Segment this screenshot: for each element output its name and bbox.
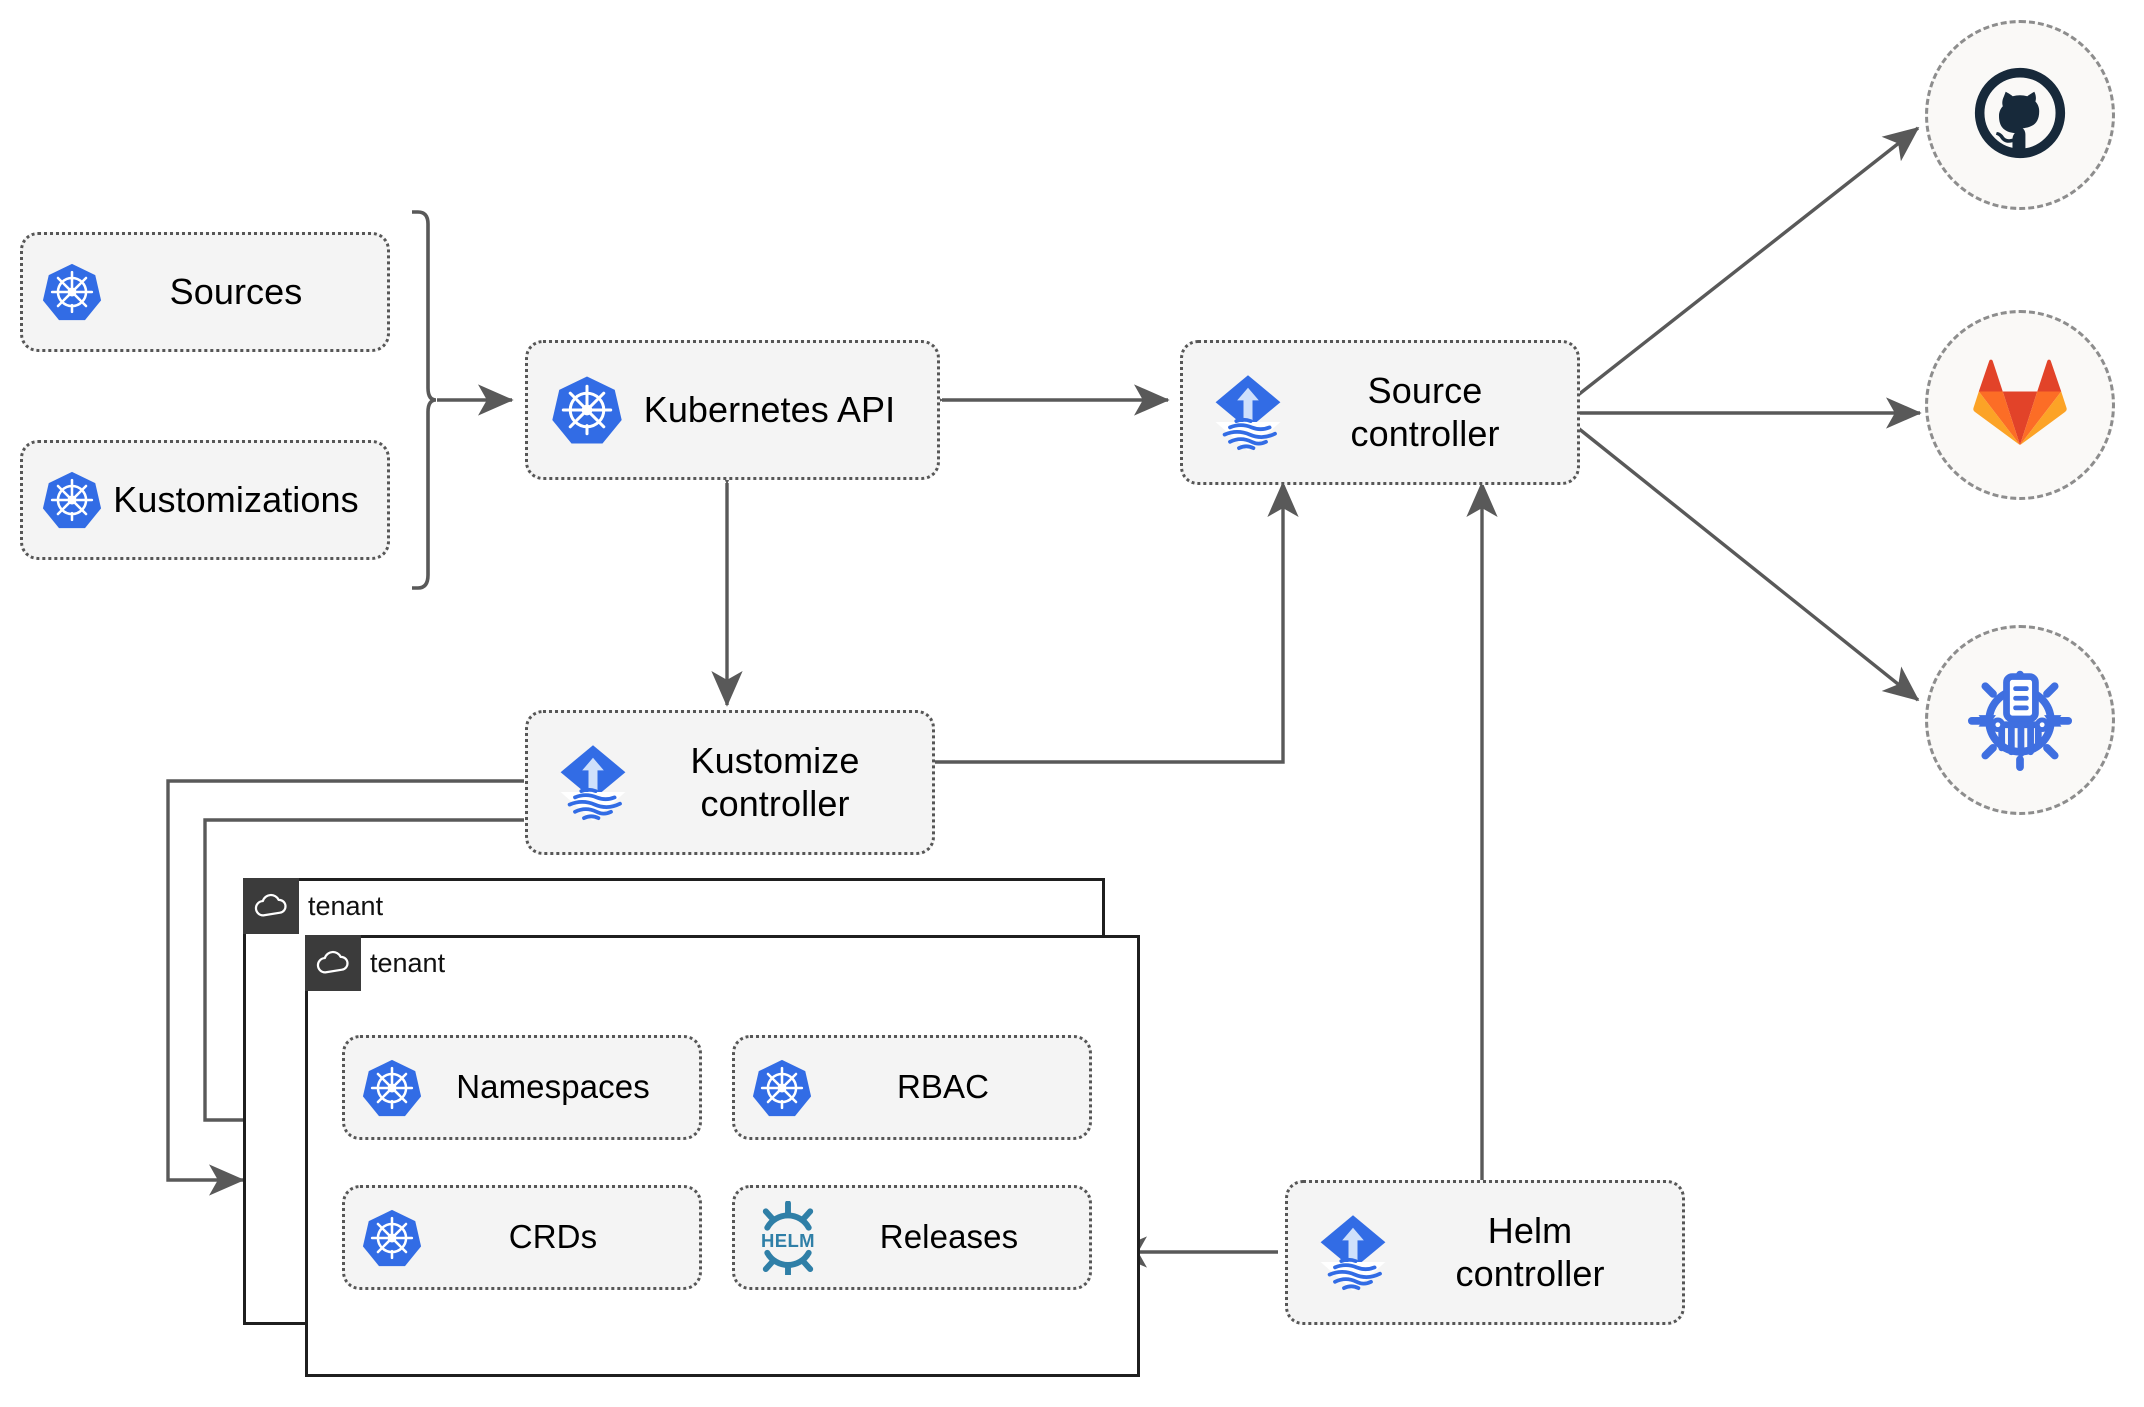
node-label: Source controller: [1350, 370, 1500, 454]
tenant-container-front[interactable]: tenant: [305, 935, 1140, 1377]
kubernetes-icon: [361, 1057, 423, 1119]
node-source-controller[interactable]: Source controller: [1180, 340, 1580, 485]
node-label: Sources: [169, 270, 303, 312]
edge-sourcectl-github: [1576, 126, 1920, 397]
node-label: Helm controller: [1455, 1210, 1605, 1294]
node-releases[interactable]: HELM Releases: [732, 1185, 1092, 1290]
flux-icon: [1203, 368, 1293, 458]
node-label: Namespaces: [456, 1068, 650, 1106]
endpoint-bucket[interactable]: [1925, 625, 2115, 815]
kubernetes-icon: [41, 469, 103, 531]
node-label: RBAC: [896, 1068, 990, 1106]
node-kustomizations[interactable]: Kustomizations: [20, 440, 390, 560]
node-crds[interactable]: CRDs: [342, 1185, 702, 1290]
kubernetes-icon: [550, 373, 624, 447]
gitlab-icon: [1972, 357, 2068, 454]
bucket-icon: [1967, 665, 2073, 776]
node-namespaces[interactable]: Namespaces: [342, 1035, 702, 1140]
node-rbac[interactable]: RBAC: [732, 1035, 1092, 1140]
endpoint-gitlab[interactable]: [1925, 310, 2115, 500]
node-label: CRDs: [508, 1218, 598, 1256]
tenant-label: tenant: [370, 947, 446, 978]
cloud-icon: [243, 878, 299, 934]
github-icon: [1968, 61, 2072, 170]
flux-icon: [1308, 1208, 1398, 1298]
node-label: Kustomizations: [113, 478, 359, 520]
kubernetes-icon: [751, 1057, 813, 1119]
node-label: Kubernetes API: [643, 388, 896, 430]
flux-icon: [548, 738, 638, 828]
node-label: Releases: [879, 1218, 1019, 1256]
node-label: Kustomize controller: [690, 740, 860, 824]
endpoint-github[interactable]: [1925, 20, 2115, 210]
edge-kustomizectl-sourcectl: [935, 481, 1299, 764]
cloud-icon: [305, 935, 361, 991]
group-bracket: [412, 210, 437, 590]
svg-text:HELM: HELM: [761, 1229, 815, 1250]
edge-sourcectl-bucket: [1576, 426, 1920, 702]
helm-icon: HELM: [751, 1200, 825, 1275]
kubernetes-icon: [41, 261, 103, 323]
node-helm-controller[interactable]: Helm controller: [1285, 1180, 1685, 1325]
node-kubernetes-api[interactable]: Kubernetes API: [525, 340, 940, 480]
node-sources[interactable]: Sources: [20, 232, 390, 352]
node-kustomize-controller[interactable]: Kustomize controller: [525, 710, 935, 855]
kubernetes-icon: [361, 1207, 423, 1269]
tenant-label: tenant: [308, 890, 384, 921]
